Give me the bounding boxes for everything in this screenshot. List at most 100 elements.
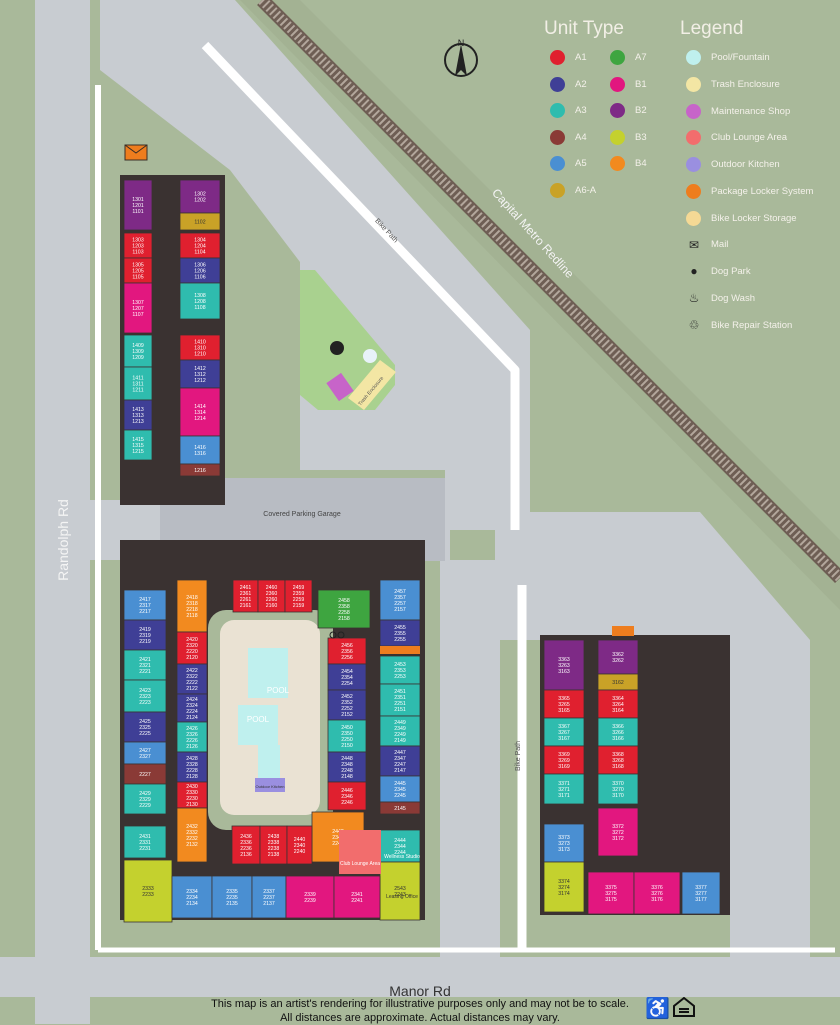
unit-block-a1[interactable] <box>327 781 367 811</box>
unit-block-a4[interactable] <box>179 463 221 477</box>
legend-label: Package Locker System <box>711 186 814 197</box>
unit-block-a1[interactable] <box>123 257 153 284</box>
unit-block-a1[interactable] <box>327 637 367 665</box>
mail-box-b2 <box>380 646 420 654</box>
bike-icon: ♲ <box>688 318 700 332</box>
unit-block-a2[interactable] <box>179 359 221 389</box>
unit-block-a2[interactable] <box>327 751 367 783</box>
unit-block-a3[interactable] <box>327 719 367 753</box>
unit-block-a1[interactable] <box>179 232 221 259</box>
unit-block-a2[interactable] <box>176 751 208 783</box>
unit-block-a1[interactable] <box>232 579 259 613</box>
unit-block-a2[interactable] <box>123 399 153 431</box>
unit-block-a3[interactable] <box>176 721 208 753</box>
unit-block-b1[interactable] <box>123 282 153 334</box>
unit-block-a2[interactable] <box>123 711 167 743</box>
unit-block-a3[interactable] <box>379 715 421 747</box>
swatch-icon <box>550 129 565 145</box>
unit-block-b1[interactable] <box>633 871 681 915</box>
unit-block-a3[interactable] <box>597 773 639 805</box>
unit-block-b1[interactable] <box>597 807 639 857</box>
unit-number: 3162 <box>612 680 624 686</box>
unit-block-a3[interactable] <box>179 282 221 320</box>
bike-path-label-2: Bike Path <box>515 741 522 771</box>
unit-block-a5[interactable] <box>543 823 585 863</box>
mail-icon: ✉ <box>688 237 700 252</box>
unit-block-a2[interactable] <box>327 689 367 721</box>
unit-type-label: A5 <box>575 158 587 169</box>
unit-block-b2[interactable] <box>179 179 221 214</box>
unit-number: 2145 <box>394 806 406 812</box>
unit-block-b1[interactable] <box>285 875 335 919</box>
legend-item-bike-locker-storage: Bike Locker Storage <box>686 210 797 226</box>
unit-block-a3[interactable] <box>123 825 167 859</box>
unit-block-b3[interactable] <box>123 859 173 923</box>
randolph-road-label: Randolph Rd <box>55 499 71 581</box>
legend-label: Bike Locker Storage <box>711 212 797 224</box>
unit-block-a3[interactable] <box>123 366 153 401</box>
unit-block-b2[interactable] <box>543 639 585 691</box>
unit-block-b3[interactable] <box>379 861 421 921</box>
unit-block-a2[interactable] <box>379 745 421 777</box>
unit-block-a5[interactable] <box>379 579 421 621</box>
unit-block-a3[interactable] <box>379 655 421 685</box>
unit-block-a5[interactable] <box>379 775 421 803</box>
unit-block-a1[interactable] <box>176 631 208 665</box>
unit-number: 1102 <box>194 220 205 226</box>
unit-block-b2[interactable] <box>123 179 153 231</box>
unit-block-a1[interactable] <box>597 689 639 719</box>
unit-block-a3[interactable] <box>123 783 167 815</box>
legend-item-club-lounge-area: Club Lounge Area <box>686 130 787 146</box>
unit-block-b4[interactable] <box>176 579 208 633</box>
unit-block-a3[interactable] <box>543 717 585 747</box>
unit-block-a3[interactable] <box>123 334 153 368</box>
legend-label: Dog Wash <box>711 292 755 304</box>
unit-type-a6-a: A6-A <box>550 182 596 198</box>
disclaimer: This map is an artist's rendering for il… <box>150 997 690 1025</box>
unit-block-b3[interactable] <box>543 861 585 913</box>
club-lounge-area <box>339 830 381 874</box>
unit-number: 1216 <box>194 468 206 474</box>
unit-block-a6-a[interactable] <box>179 212 221 231</box>
unit-block-a2[interactable] <box>179 257 221 284</box>
unit-block-a1[interactable] <box>259 825 288 865</box>
unit-block-a2[interactable] <box>379 619 421 647</box>
unit-block-a7[interactable] <box>317 589 371 629</box>
unit-block-a3[interactable] <box>543 773 585 805</box>
unit-block-a3[interactable] <box>123 429 153 461</box>
unit-block-a5[interactable] <box>211 875 253 919</box>
unit-block-a5[interactable] <box>123 589 167 621</box>
unit-block-a2[interactable] <box>176 663 208 695</box>
unit-block-a1[interactable] <box>284 579 313 613</box>
unit-block-b4[interactable] <box>176 807 208 863</box>
unit-block-a5[interactable] <box>681 871 721 915</box>
unit-block-b1[interactable] <box>333 875 381 919</box>
unit-block-a5[interactable] <box>171 875 213 919</box>
unit-block-a1[interactable] <box>543 689 585 719</box>
unit-type-label: B3 <box>635 131 647 143</box>
trash-enclosure-area <box>348 360 396 410</box>
legend-item-pool-fountain: Pool/Fountain <box>686 50 770 65</box>
unit-block-a2[interactable] <box>327 663 367 691</box>
unit-block-a1[interactable] <box>176 781 208 809</box>
unit-type-a7: A7 <box>610 50 647 65</box>
unit-block-b2[interactable] <box>597 639 639 675</box>
unit-block-a2[interactable] <box>123 619 167 651</box>
unit-block-a1[interactable] <box>123 232 153 259</box>
unit-block-a3[interactable] <box>123 649 167 681</box>
unit-type-label: A4 <box>575 131 587 143</box>
unit-block-a3[interactable] <box>379 683 421 717</box>
unit-block-a1[interactable] <box>286 825 313 865</box>
unit-block-a5[interactable] <box>179 435 221 465</box>
unit-block-a4[interactable] <box>379 801 421 815</box>
